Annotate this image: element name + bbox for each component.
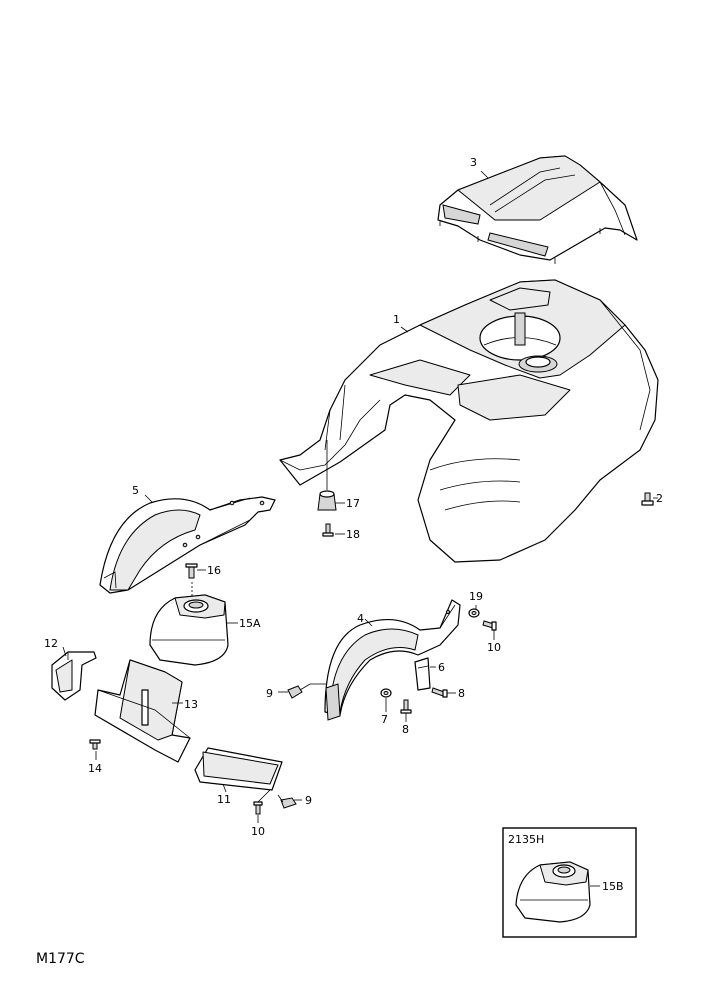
part-8-screw-lower [400,699,412,714]
callout-10-lower: 10 [251,825,265,838]
callout-16: 16 [207,564,221,577]
callout-11: 11 [217,793,231,806]
part-15b-fuel-tank [515,861,591,923]
callout-5: 5 [132,484,139,497]
callout-19: 19 [469,590,483,603]
part-5-rear-fender [99,496,276,594]
part-6-bracket [414,657,431,691]
part-10-screw-upper [482,620,497,631]
part-19-washer [468,608,480,618]
part-18-screw [322,523,334,537]
part-15a-fuel-tank [149,594,229,666]
callout-3: 3 [470,156,477,169]
part-8-screw-right [431,687,448,698]
part-2-screw [641,492,654,506]
part-10-screw-lower [253,789,271,815]
part-12-bracket [51,651,97,701]
callout-17: 17 [346,497,360,510]
callout-7: 7 [381,713,388,726]
callout-18: 18 [346,528,360,541]
part-7-washer [380,688,392,698]
part-16-screw [185,563,198,598]
callout-8-lower: 8 [402,723,409,736]
part-14-screw [89,739,101,750]
callout-10-upper: 10 [487,641,501,654]
inset-label: 2135H [508,833,544,846]
callout-labels: 1 2 3 4 5 6 7 8 8 9 9 10 10 11 12 13 14 … [44,156,663,838]
part-11-step-panel [194,747,283,791]
part-3-seat-cover [437,155,638,264]
part-9-clip-lower [277,794,297,809]
part-1-hood-body [279,279,659,563]
part-17-bumper [317,440,337,511]
callout-15a: 15A [239,617,261,630]
inset-box: 2135H 15B [502,827,637,938]
part-4-side-fender [324,599,461,721]
callout-9-upper: 9 [266,687,273,700]
callout-4: 4 [357,612,364,625]
part-9-clip-upper [287,683,326,699]
callout-9-lower: 9 [305,794,312,807]
part-13-front-panel [94,659,191,763]
callout-2: 2 [656,492,663,505]
callout-15b: 15B [602,880,624,893]
figure-id: M177C [36,951,85,967]
callout-8-right: 8 [458,687,465,700]
callout-12: 12 [44,637,58,650]
callout-14: 14 [88,762,102,775]
callout-6: 6 [438,661,445,674]
callout-1: 1 [393,313,400,326]
callout-13: 13 [184,698,198,711]
leader-lines [62,170,658,823]
